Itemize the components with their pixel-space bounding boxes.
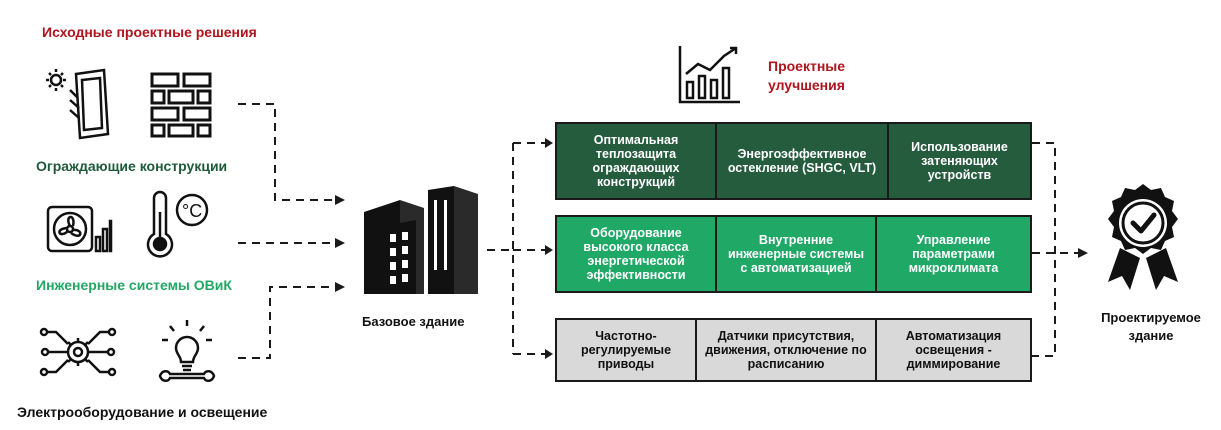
hvac-cell-1: Оборудование высокого класса энергетичес…	[583, 226, 689, 282]
row-electrical: Частотно-регулируемые приводы Датчики пр…	[555, 318, 1032, 382]
category-hvac-label: Инженерные системы ОВиК	[36, 277, 232, 293]
initial-solutions-title: Исходные проектные решения	[42, 24, 257, 40]
row-envelope: Оптимальная теплозащита ограждающих конс…	[555, 122, 1032, 200]
electrical-cell-2: Датчики присутствия, движения, отключени…	[695, 320, 875, 380]
category-electrical-label: Электрооборудование и освещение	[17, 404, 268, 420]
base-building-label: Базовое здание	[362, 314, 465, 329]
improvements-title: Проектные улучшения	[768, 58, 846, 93]
envelope-cell-1: Оптимальная теплозащита ограждающих конс…	[592, 133, 680, 189]
approval-badge-icon	[1108, 184, 1178, 290]
fan-icon	[46, 205, 113, 253]
connector-merge	[1032, 142, 1056, 357]
electrical-cell-1: Частотно-регулируемые приводы	[580, 329, 672, 371]
buildings-icon	[364, 186, 478, 294]
lightbulb-wrench-icon	[158, 320, 216, 382]
envelope-cell-2: Энергоэффективное остекление (SHGC, VLT)	[715, 124, 887, 198]
hvac-cell-2: Внутренние инженерные системы с автомати…	[715, 217, 875, 291]
growth-chart-icon	[678, 46, 740, 104]
category-envelope-label: Ограждающие конструкции	[36, 158, 228, 174]
row-hvac: Оборудование высокого класса энергетичес…	[555, 215, 1032, 293]
hvac-cell-3: Управление параметрами микроклимата	[875, 217, 1030, 291]
electrical-cell-3: Автоматизация освещения - диммирование	[875, 320, 1030, 380]
window-sun-icon	[46, 68, 110, 140]
connector-envelope	[238, 103, 335, 201]
svg-text:°C: °C	[182, 201, 202, 221]
connector-electrical	[238, 286, 335, 359]
gear-network-icon	[39, 327, 117, 377]
brick-wall-icon	[150, 72, 212, 138]
thermometer-celsius-icon: °C	[146, 190, 209, 258]
envelope-cell-3: Использование затеняющих устройств	[887, 124, 1030, 198]
result-building-label: Проектируемое здание	[1101, 310, 1201, 343]
